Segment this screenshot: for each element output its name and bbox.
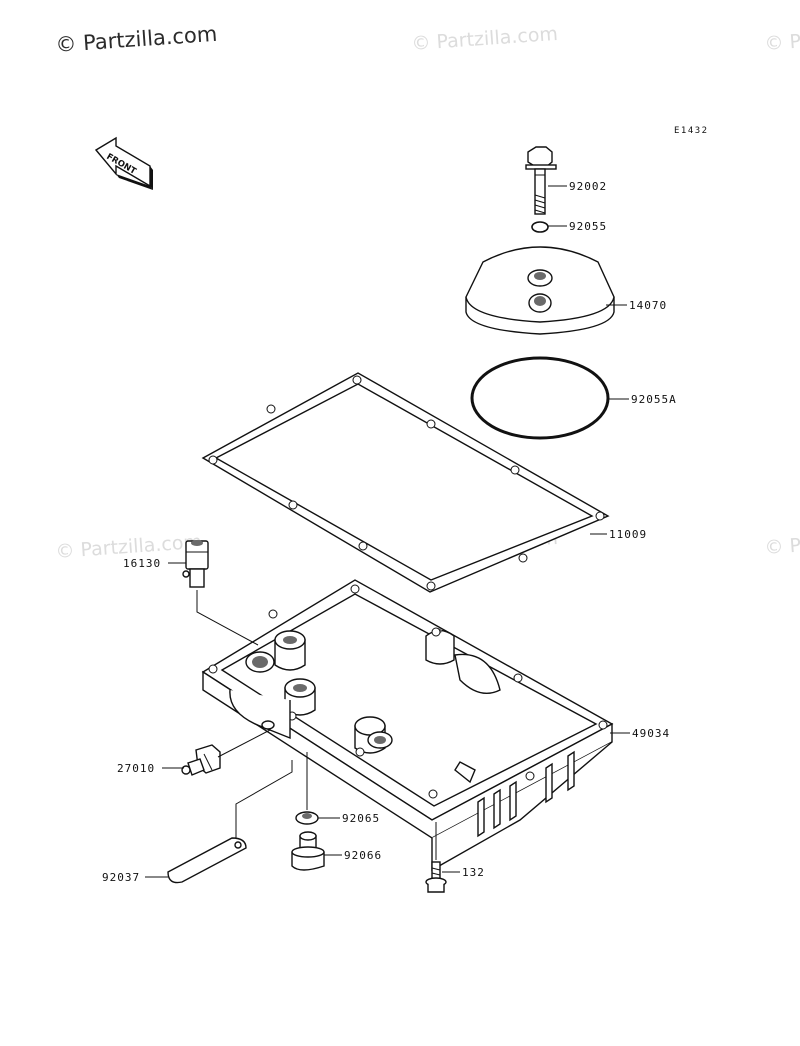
gasket-icon xyxy=(201,372,610,593)
leader-lines xyxy=(145,185,630,878)
callout-92055a[interactable]: 92055A xyxy=(631,393,677,406)
callout-132[interactable]: 132 xyxy=(462,866,485,879)
callout-92066[interactable]: 92066 xyxy=(344,849,382,862)
flange-bolt-icon xyxy=(425,861,447,893)
watermark-tile: © Partzilla.com xyxy=(764,527,800,559)
diagram-code: E1432 xyxy=(674,126,709,136)
switch-icon xyxy=(181,744,221,776)
callout-92037[interactable]: 92037 xyxy=(102,871,140,884)
cover-icon xyxy=(465,246,615,335)
bolt-icon xyxy=(525,146,557,215)
watermark-tile: © Partzilla.com xyxy=(764,23,800,55)
watermark-tile: © Partzilla.com xyxy=(411,23,559,55)
callout-92065[interactable]: 92065 xyxy=(342,812,380,825)
callout-92002[interactable]: 92002 xyxy=(569,180,607,193)
callout-labels: 92002 92055 14070 92055A 11009 16130 490… xyxy=(102,180,677,884)
callout-92055[interactable]: 92055 xyxy=(569,220,607,233)
fitting-icon xyxy=(182,540,209,588)
drain-plug-icon xyxy=(291,831,325,871)
washer-icon xyxy=(295,811,319,825)
front-arrow-icon: FRONT xyxy=(94,136,153,190)
o-ring-large-icon xyxy=(470,356,610,440)
callout-27010[interactable]: 27010 xyxy=(117,762,155,775)
o-ring-small-icon xyxy=(531,221,549,233)
watermark-main: © Partzilla.com xyxy=(55,22,218,57)
callout-49034[interactable]: 49034 xyxy=(632,727,670,740)
callout-16130[interactable]: 16130 xyxy=(123,557,161,570)
oil-pan-icon xyxy=(201,579,614,872)
clamp-icon xyxy=(167,837,247,884)
callout-14070[interactable]: 14070 xyxy=(629,299,667,312)
callout-11009[interactable]: 11009 xyxy=(609,528,647,541)
